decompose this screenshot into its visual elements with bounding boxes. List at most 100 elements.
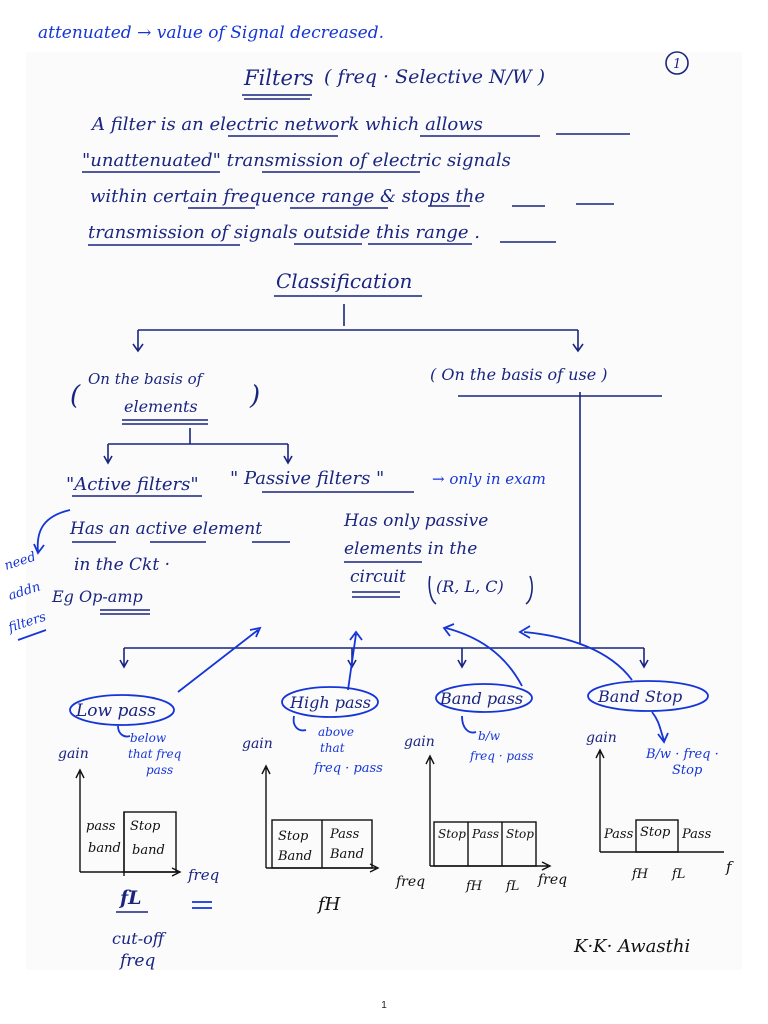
basis-elements-line-2: elements [124, 397, 198, 416]
low-pass-box-1-line-2: band [88, 841, 121, 856]
band-stop-box [635, 819, 679, 853]
band-stop-circle [587, 680, 709, 712]
band-pass-box [433, 821, 537, 867]
paren-open: ( [70, 381, 81, 411]
band-pass-box-2: Pass [471, 827, 499, 841]
passive-underlines [344, 561, 533, 605]
passive-line-4: (R, L, C) [436, 577, 504, 596]
side-note-line-1: need [3, 550, 38, 574]
page-mark-circle [665, 51, 689, 75]
high-pass-note-1: above [318, 725, 354, 739]
definition-line-3: within certain frequence range & stops t… [90, 186, 485, 207]
title-note: ( freq · Selective N/W ) [324, 66, 545, 88]
notebook-page [26, 52, 742, 970]
band-pass-note-1: b/w [478, 729, 501, 743]
high-pass-box-2-line-2: Band [329, 847, 364, 862]
high-pass-box-1-line-1: Stop [278, 829, 309, 844]
low-pass-note-3: pass [146, 763, 173, 777]
band-pass-gain: gain [404, 734, 435, 750]
type-band-pass: Band pass [439, 689, 523, 708]
page-number: 1 [381, 1000, 387, 1011]
side-note-line-2: addn [7, 579, 43, 603]
band-pass-circle [435, 683, 533, 713]
band-pass-axes [425, 754, 552, 871]
active-line-1: Has an active element [69, 519, 262, 539]
page-mark: 1 [673, 57, 681, 72]
low-pass-axis-label: freq [187, 866, 219, 884]
low-pass-box-1-line-1: pass [86, 819, 116, 834]
band-pass-box-3: Stop [506, 827, 534, 841]
title: Filters [243, 66, 314, 90]
active-underlines [72, 541, 290, 615]
high-pass-circle [281, 686, 379, 718]
high-pass-gain: gain [242, 736, 273, 752]
low-pass-box-2-line-1: Stop [130, 819, 161, 834]
low-pass-note-2: that freq [128, 747, 182, 761]
types-tree [119, 647, 649, 669]
passive-line-3: circuit [350, 567, 406, 587]
active-heading: "Active filters" [66, 474, 199, 495]
definition-line-2: "unattenuated" transmission of electric … [82, 150, 511, 171]
high-pass-note-2: that [320, 741, 345, 755]
low-pass-gain: gain [58, 746, 89, 762]
high-pass-box-1-line-2: Band [277, 849, 312, 864]
classification-tree [132, 304, 584, 353]
freq-underline [192, 901, 212, 909]
band-pass-dividers [467, 822, 503, 866]
side-note-arrow [17, 509, 71, 641]
basis-use: ( On the basis of use ) [430, 365, 607, 384]
band-stop-note-2: Stop [672, 763, 703, 778]
low-pass-cutoff: fL [118, 887, 142, 909]
band-stop-gain: gain [586, 730, 617, 746]
classification: Classification [276, 269, 412, 293]
active-line-3: Eg Op-amp [51, 587, 143, 606]
high-pass-box-2-line-1: Pass [329, 827, 360, 842]
type-high-pass: High pass [289, 693, 371, 712]
cutoff-note-1: cut-off [112, 929, 167, 948]
band-stop-box-3: Pass [681, 827, 712, 842]
band-stop-cutoff-1: fH [631, 867, 649, 882]
low-pass-note-arrow [117, 725, 131, 738]
band-pass-cutoff-1: fH [465, 879, 483, 894]
type-arrows [177, 623, 633, 693]
high-pass-note-3: freq · pass [313, 761, 383, 776]
elements-tree [103, 428, 293, 465]
low-pass-note-1: below [130, 731, 167, 745]
definition-line-4: transmission of signals outside this ran… [88, 222, 480, 243]
high-pass-cutoff: fH [316, 894, 341, 915]
high-pass-axes [261, 764, 380, 873]
basis-elements-line-1: On the basis of [88, 370, 205, 388]
exam-note: → only in exam [432, 470, 546, 488]
band-pass-note-arrow [461, 715, 477, 734]
low-pass-circle [69, 694, 175, 726]
band-stop-cutoff-2: fL [671, 867, 685, 882]
passive-line-1: Has only passive [343, 511, 488, 531]
band-pass-box-1: Stop [438, 827, 466, 841]
band-stop-note-1: B/w · freq · [645, 747, 719, 762]
passive-line-2: elements in the [344, 539, 477, 559]
type-low-pass: Low pass [75, 701, 156, 721]
paren-close: ) [249, 381, 260, 411]
type-band-stop: Band Stop [597, 687, 682, 706]
passive-heading: " Passive filters " [230, 468, 384, 489]
band-pass-note-2: freq · pass [469, 749, 534, 763]
band-pass-axis-label: freq [395, 874, 425, 890]
band-pass-cutoff-2: fL [505, 879, 519, 894]
active-line-2: in the Ckt · [74, 555, 170, 575]
elements-underline [122, 419, 208, 425]
band-pass-axis-label-2: freq [537, 872, 567, 888]
signature: K·K· Awasthi [573, 936, 690, 957]
band-stop-box-1: Pass [603, 827, 634, 842]
definition-line-1: A filter is an electric network which al… [90, 114, 483, 135]
definition-underlines [82, 133, 630, 246]
band-stop-note-arrow [651, 711, 669, 744]
title-underline [242, 94, 312, 100]
band-stop-box-2: Stop [640, 825, 671, 840]
header-note: attenuated → value of Signal decreased. [38, 23, 384, 43]
high-pass-note-arrow [292, 715, 307, 732]
low-pass-axes [75, 768, 182, 877]
low-pass-box-2-line-2: band [132, 843, 165, 858]
cutoff-note-2: freq [118, 951, 155, 971]
band-stop-axis-label: f [725, 858, 734, 876]
